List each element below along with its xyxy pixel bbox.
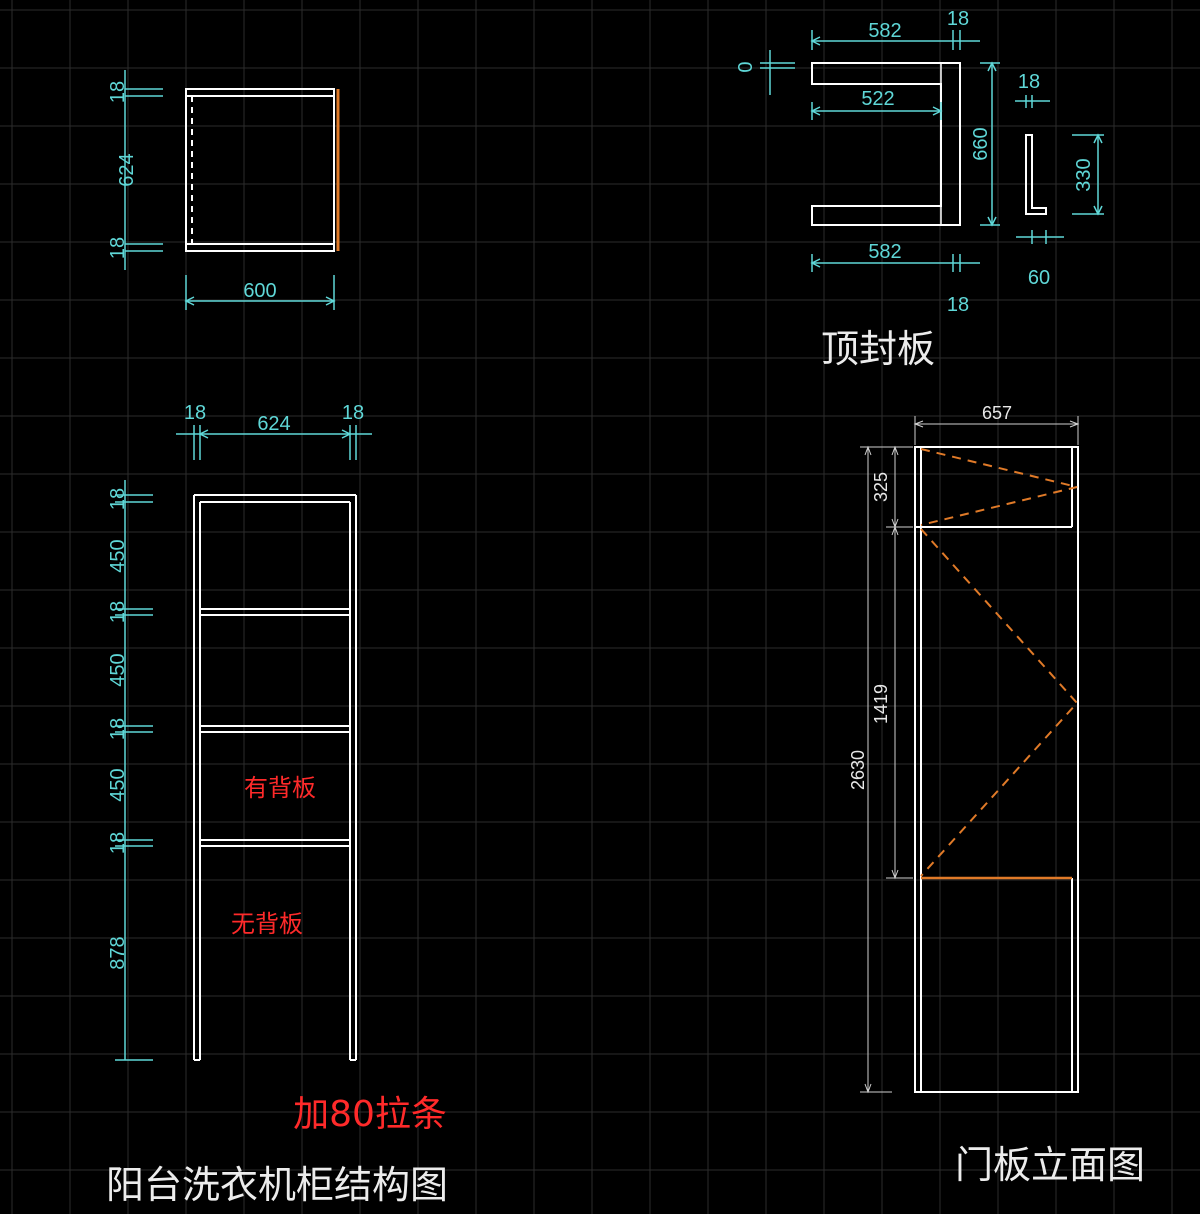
structure-dim-left-2: 18 (107, 601, 129, 623)
structure-dimension-lines (115, 425, 372, 1061)
structure-dim-left-0: 18 (107, 488, 129, 510)
plan-view: 18 624 18 600 (107, 70, 340, 310)
door-outline (914, 446, 1079, 1093)
top-cover-dim-bottom-width: 582 (868, 241, 901, 263)
plan-outline (185, 88, 335, 252)
structure-dim-top-middle: 624 (257, 413, 290, 435)
top-cover-dim-side-width: 60 (1028, 267, 1050, 289)
structure-dim-left-6: 18 (107, 832, 129, 854)
plan-dim-top: 18 (107, 81, 129, 103)
top-cover-dim-height: 660 (970, 127, 992, 160)
top-cover-title: 顶封板 (821, 327, 935, 371)
plan-dim-middle: 624 (116, 153, 138, 186)
note-strip: 加80拉条 (293, 1094, 447, 1135)
structure-dim-top-right: 18 (342, 402, 364, 424)
plan-dim-bottom: 18 (107, 237, 129, 259)
top-cover-outline (811, 62, 961, 226)
top-cover-view: 582 18 0 522 660 18 330 60 582 18 顶封板 (735, 8, 1104, 371)
structure-dim-left-1: 450 (107, 539, 129, 572)
door-elevation-view: 657 325 1419 2630 门板立面图 (848, 403, 1145, 1187)
top-cover-dim-side-height: 330 (1073, 158, 1095, 191)
structure-title: 阳台洗衣机柜结构图 (106, 1163, 448, 1207)
door-dim-total-height: 2630 (848, 750, 868, 790)
structure-shelf-2 (199, 725, 351, 733)
plan-dimension-lines (124, 70, 336, 310)
top-cover-dim-zero: 0 (735, 61, 757, 72)
door-elevation-title: 门板立面图 (955, 1143, 1145, 1187)
top-cover-dim-top-width: 582 (868, 20, 901, 42)
plan-dim-width: 600 (243, 280, 276, 302)
door-dimension-lines (860, 416, 1080, 1094)
note-no-back-panel: 无背板 (231, 910, 303, 938)
note-back-panel: 有背板 (244, 774, 316, 802)
structure-dim-top-left: 18 (184, 402, 206, 424)
door-dim-top-height: 325 (871, 472, 891, 502)
structure-dim-left-4: 18 (107, 718, 129, 740)
top-cover-dim-bottom-thick: 18 (947, 294, 969, 316)
top-cover-side-profile (1025, 134, 1047, 215)
structure-dim-left-7: 878 (107, 936, 129, 969)
structure-dim-left-5: 450 (107, 768, 129, 801)
structure-shelf-3 (199, 839, 351, 847)
top-cover-dim-inner-width: 522 (861, 88, 894, 110)
door-dim-middle-height: 1419 (871, 684, 891, 724)
door-opening-marks (920, 448, 1079, 877)
door-dim-width: 657 (982, 403, 1012, 423)
top-cover-dim-top-thick: 18 (947, 8, 969, 30)
structure-shelf-1 (199, 608, 351, 616)
structure-dim-left-3: 450 (107, 653, 129, 686)
top-cover-dim-side-thick: 18 (1018, 71, 1040, 93)
cabinet-structure-view: 18 624 18 18 450 18 450 18 450 18 878 有背… (106, 402, 448, 1207)
top-cover-dimension-lines (760, 30, 1104, 272)
